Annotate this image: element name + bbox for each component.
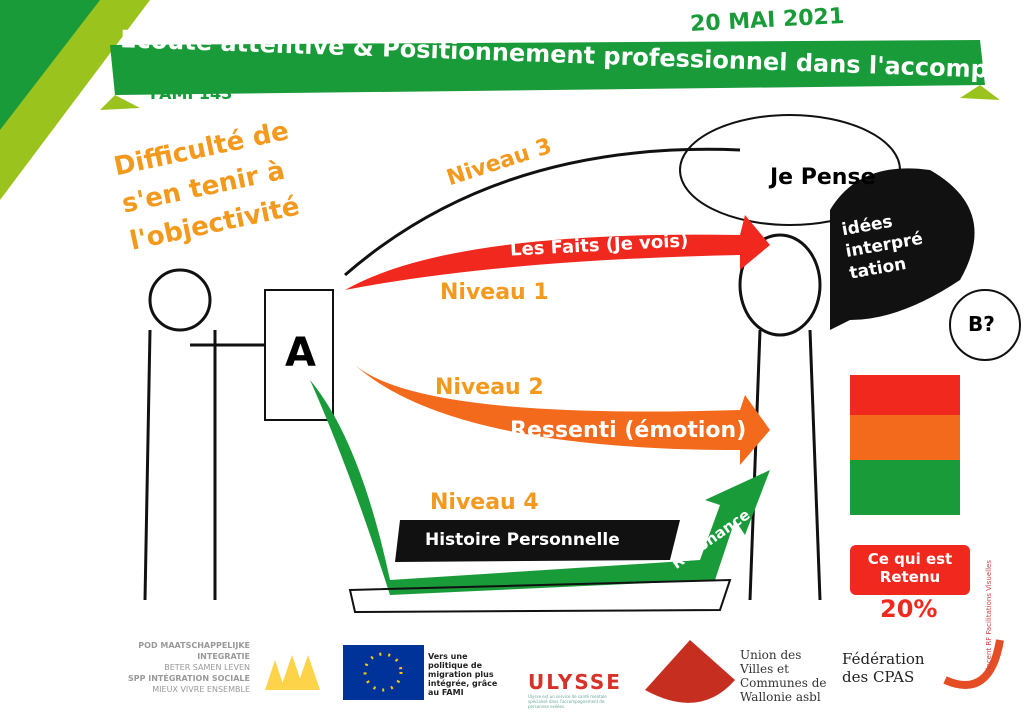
person-left (143, 268, 272, 601)
arrow-niveau3 (344, 147, 741, 277)
uvcw-logo (645, 640, 735, 703)
cpas-logo (943, 639, 1004, 689)
histoire-label: Histoire Personnelle (425, 530, 620, 550)
eu-text: Vers une politique de migration plus int… (428, 652, 498, 697)
bar-green (850, 460, 960, 515)
histoire-bar (395, 520, 680, 562)
retained-label: Ce qui est Retenu (867, 550, 953, 586)
corner-green (0, 0, 100, 130)
arrow-faits (345, 215, 770, 290)
paper-letter: A (285, 330, 316, 376)
niveau1-label: Niveau 1 (440, 280, 549, 305)
bar-red (850, 375, 960, 415)
retained-percent: 20% (880, 595, 938, 623)
pod-spp-text: POD MAATSCHAPPELIJKE INTEGRATIE BETER SA… (127, 641, 250, 694)
bar-orange (850, 415, 960, 460)
person-right (738, 233, 822, 601)
signature: Vincent RF Facilitations Visuelles (985, 560, 993, 675)
b-bubble (949, 289, 1021, 361)
ulysse-logo: ULYSSE (528, 670, 622, 694)
retained-box (850, 545, 970, 595)
ressenti-label: Ressenti (émotion) (510, 418, 747, 443)
project-label: FAMI 143 (150, 84, 233, 103)
uvcw-text: Union des Villes et Communes de Wallonie… (740, 648, 827, 704)
b-label: B? (968, 312, 995, 336)
je-pense: Je Pense (770, 165, 876, 190)
title-banner (110, 40, 985, 95)
niveau4-label: Niveau 4 (430, 490, 539, 515)
ideas-bubble (830, 168, 975, 330)
eu-flag (343, 645, 424, 700)
spp-logo (265, 655, 320, 690)
ground (348, 578, 732, 614)
niveau2-label: Niveau 2 (435, 375, 544, 400)
cpas-text: Fédération des CPAS (842, 650, 925, 686)
ulysse-sub: Ulysse est un service de santé mentale s… (528, 694, 607, 709)
arrow-ressenti (355, 365, 770, 465)
